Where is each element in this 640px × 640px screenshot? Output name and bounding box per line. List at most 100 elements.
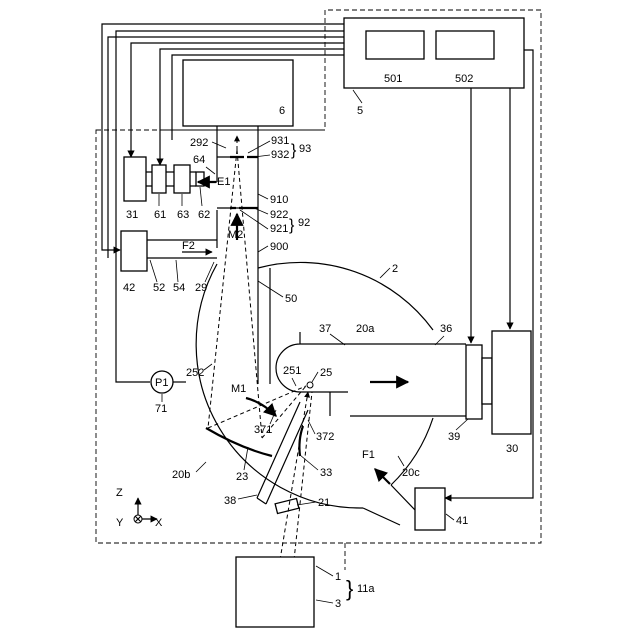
- leader-37: [330, 334, 345, 345]
- leader-3: [316, 600, 333, 603]
- label-61: 61: [154, 209, 166, 221]
- arrow-M1: [246, 398, 276, 416]
- pump-31: [124, 157, 146, 201]
- brace-92: }: [289, 217, 295, 234]
- label-3: 3: [335, 598, 341, 610]
- label-372: 372: [316, 431, 334, 443]
- label-F1: F1: [362, 449, 375, 461]
- label-30: 30: [506, 443, 518, 455]
- label-52: 52: [153, 282, 165, 294]
- leader-922: [254, 208, 268, 214]
- leader-5: [353, 90, 362, 103]
- label-31: 31: [126, 209, 138, 221]
- label-371: 371: [254, 424, 272, 436]
- gas-supply-41: [415, 488, 445, 530]
- label-P1: P1: [155, 377, 168, 389]
- label-62: 62: [198, 209, 210, 221]
- pipe-36-39: [433, 344, 466, 416]
- label-25: 25: [320, 367, 332, 379]
- arrow-F1: [375, 469, 390, 484]
- brace-93: }: [291, 142, 297, 159]
- label-64: 64: [193, 154, 205, 166]
- leader-372: [308, 420, 315, 434]
- label-X: X: [155, 517, 163, 529]
- leader-251: [292, 378, 296, 386]
- label-20b: 20b: [172, 469, 190, 481]
- control-lines: [102, 24, 533, 498]
- label-50: 50: [285, 293, 297, 305]
- label-501: 501: [384, 73, 402, 85]
- leader-1: [316, 566, 333, 576]
- leader-54: [176, 260, 178, 282]
- label-92: 92: [298, 217, 310, 229]
- label-252: 252: [186, 367, 204, 379]
- leader-62: [200, 187, 202, 206]
- label-922: 922: [270, 209, 288, 221]
- label-Z: Z: [116, 487, 123, 499]
- window-21: [275, 498, 299, 513]
- label-63: 63: [177, 209, 189, 221]
- label-M1: M1: [231, 383, 246, 395]
- label-251: 251: [283, 365, 301, 377]
- valve-62-body: [196, 172, 204, 186]
- inlet-pipe-41: [363, 485, 415, 525]
- label-37: 37: [319, 323, 331, 335]
- label-93: 93: [299, 143, 311, 155]
- label-M2: M2: [228, 229, 243, 241]
- leader-20c: [398, 456, 404, 466]
- leader-900: [258, 246, 268, 252]
- label-921: 921: [270, 223, 288, 235]
- label-42: 42: [123, 282, 135, 294]
- connector-block: [482, 358, 492, 404]
- label-910: 910: [270, 194, 288, 206]
- label-E1: E1: [217, 176, 230, 188]
- label-21: 21: [318, 497, 330, 509]
- label-71: 71: [155, 403, 167, 415]
- label-931: 931: [271, 135, 289, 147]
- leader-25: [312, 372, 318, 382]
- label-23: 23: [236, 471, 248, 483]
- leader-910: [258, 194, 268, 199]
- label-38: 38: [224, 495, 236, 507]
- detector-6: [183, 60, 293, 126]
- label-6: 6: [279, 105, 285, 117]
- label-11a: 11a: [357, 583, 375, 595]
- pump-30: [492, 331, 531, 434]
- leader-41: [446, 514, 454, 520]
- label-Y: Y: [116, 517, 124, 529]
- leader-20b: [196, 462, 206, 472]
- light-source-3: [236, 557, 314, 627]
- label-41: 41: [456, 515, 468, 527]
- label-F2: F2: [182, 240, 195, 252]
- leader-2: [380, 268, 390, 278]
- axes-indicator: [134, 498, 157, 523]
- label-502: 502: [455, 73, 473, 85]
- leader-931: [248, 141, 270, 153]
- label-5: 5: [357, 105, 363, 117]
- label-39: 39: [448, 431, 460, 443]
- label-900: 900: [270, 241, 288, 253]
- leader-33: [300, 455, 318, 470]
- label-54: 54: [173, 282, 185, 294]
- label-292: 292: [190, 137, 208, 149]
- label-2: 2: [392, 263, 398, 275]
- leader-38: [238, 495, 257, 499]
- window-arm-cap: [257, 498, 266, 504]
- label-932: 932: [271, 149, 289, 161]
- processor-502: [436, 31, 494, 59]
- storage-501: [366, 31, 424, 59]
- valve-61: [152, 165, 166, 193]
- label-33: 33: [320, 467, 332, 479]
- leader-52: [150, 260, 157, 282]
- flange-39: [466, 345, 482, 419]
- leader-64: [206, 167, 215, 174]
- leader-252: [204, 364, 212, 370]
- valve-63: [174, 165, 190, 193]
- label-1: 1: [335, 571, 341, 583]
- label-20c: 20c: [402, 467, 420, 479]
- leader-292: [212, 142, 226, 148]
- label-20a: 20a: [356, 323, 375, 335]
- target-25: [307, 382, 313, 388]
- leader-23: [244, 447, 248, 470]
